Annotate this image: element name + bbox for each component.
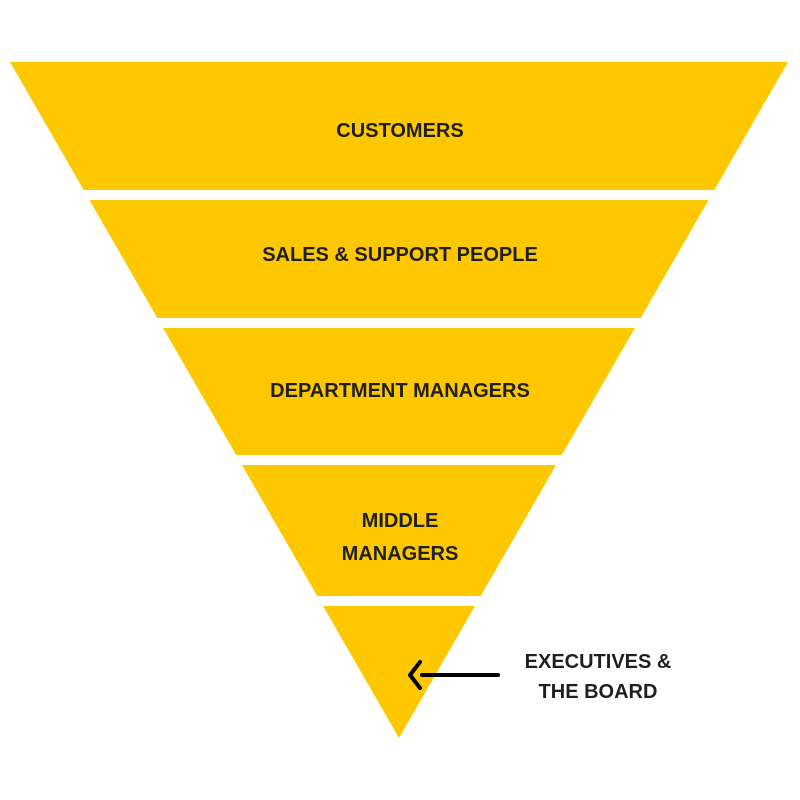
tier-4-label-line-2: MANAGERS (342, 543, 459, 565)
tier-1-label-line-1: CUSTOMERS (336, 120, 463, 142)
pyramid-tier-2 (89, 200, 709, 318)
tier-4-label-line-1: MIDDLE (362, 510, 439, 532)
tier-3-label-line-1: DEPARTMENT MANAGERS (270, 380, 530, 402)
pyramid-tier-3 (163, 328, 635, 455)
pyramid-tier-1 (10, 62, 788, 190)
callout-label-line-2: THE BOARD (539, 681, 658, 703)
pyramid-tier-5 (323, 606, 475, 738)
arrow-head (408, 660, 422, 690)
tier-2-label-line-1: SALES & SUPPORT PEOPLE (262, 244, 538, 266)
pyramid-tiers (10, 62, 788, 738)
pyramid-tier-4 (241, 465, 557, 596)
tier-labels: CUSTOMERS SALES & SUPPORT PEOPLE DEPARTMEN… (262, 120, 538, 565)
arrow-left-icon (408, 660, 500, 690)
executives-callout: EXECUTIVES & THE BOARD (408, 651, 672, 703)
callout-label-line-1: EXECUTIVES & (525, 651, 672, 673)
